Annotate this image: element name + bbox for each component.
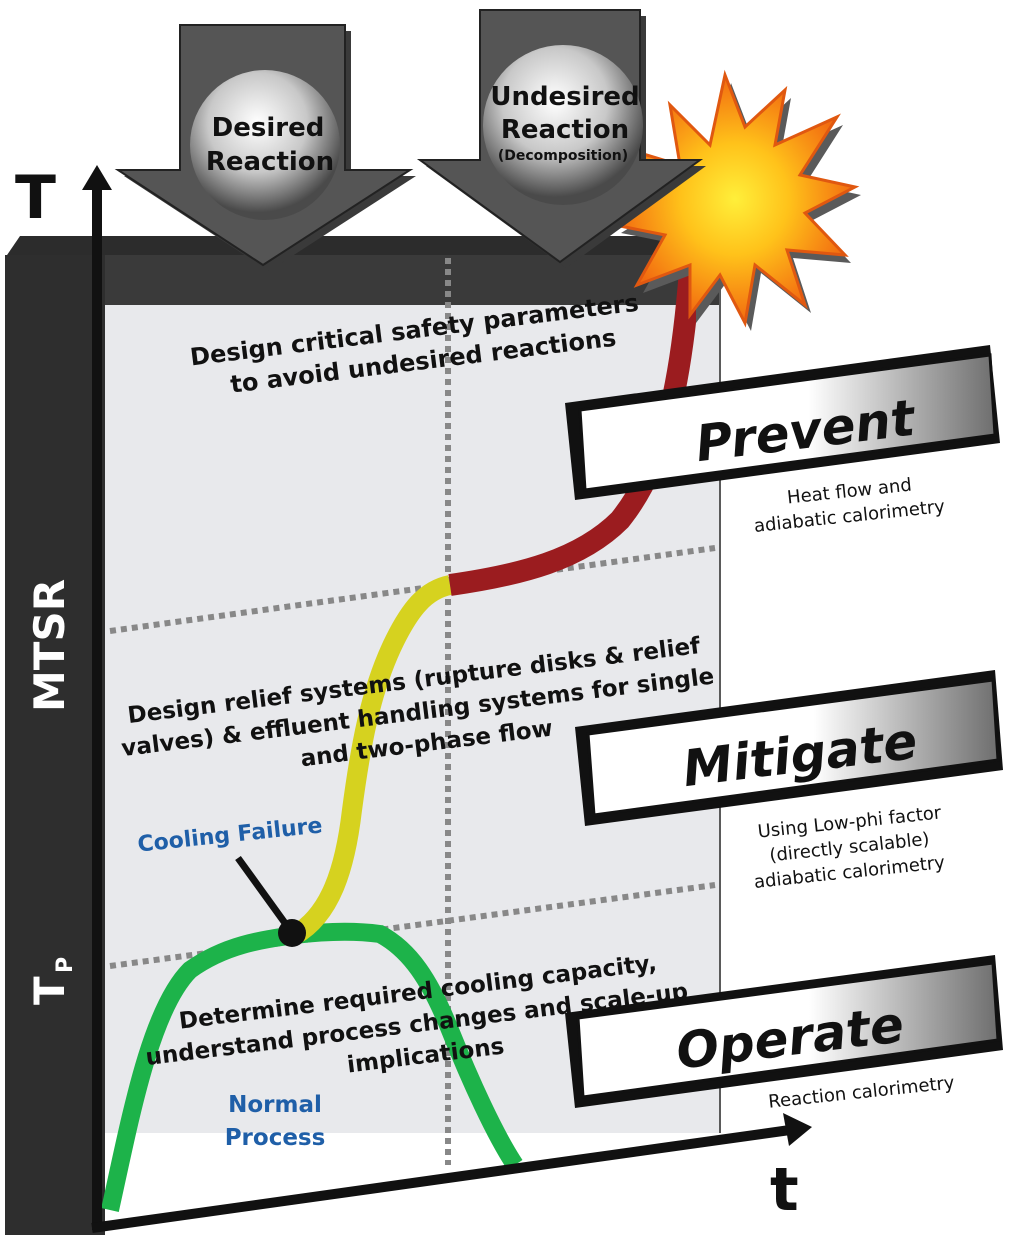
desired-reaction-label-line2: Reaction bbox=[206, 147, 334, 177]
tp-level-main: T bbox=[25, 976, 74, 1005]
mtsr-divider bbox=[109, 545, 716, 634]
decomposition-curve bbox=[448, 269, 701, 596]
phase-prevent: Prevent Heat flow and adiabatic calorime… bbox=[565, 345, 1000, 537]
mitigate-banner bbox=[586, 678, 1000, 817]
undesired-reaction-arrow: Undesired Reaction (Decomposition) bbox=[416, 9, 706, 268]
panel-top-band bbox=[105, 255, 720, 305]
cooling-failure-marker bbox=[278, 919, 306, 947]
x-axis-label: t bbox=[770, 1155, 799, 1225]
operate-banner bbox=[576, 961, 1000, 1099]
temperature-curves bbox=[101, 269, 701, 1212]
runaway-curve bbox=[289, 575, 453, 944]
x-axis bbox=[91, 1125, 791, 1233]
mtsr-level-label: MTSR bbox=[25, 579, 74, 712]
normal-process-label-line2: Process bbox=[225, 1125, 326, 1151]
axes: T t MTSR T P bbox=[15, 163, 812, 1233]
undesired-reaction-label-line2: Reaction bbox=[501, 115, 629, 145]
block-top bbox=[5, 236, 720, 258]
normal-process-curve-rise bbox=[101, 926, 297, 1212]
prevent-note-line2: adiabatic calorimetry bbox=[753, 496, 946, 537]
cooling-failure-pointer bbox=[235, 855, 293, 933]
normal-process-curve-fall bbox=[293, 922, 523, 1170]
y-axis-label: T bbox=[15, 163, 56, 233]
desired-reaction-sphere bbox=[190, 70, 340, 220]
phase-mitigate: Mitigate Using Low-phi factor (directly … bbox=[575, 670, 1003, 893]
tp-level-subscript: P bbox=[53, 957, 78, 973]
undesired-reaction-sublabel: (Decomposition) bbox=[498, 148, 628, 164]
normal-process-label-line1: Normal bbox=[228, 1092, 322, 1118]
x-axis-arrowhead bbox=[783, 1113, 812, 1146]
y-axis-arrowhead bbox=[82, 165, 112, 190]
undesired-reaction-sphere bbox=[483, 45, 643, 205]
desired-reaction-label-line1: Desired bbox=[212, 113, 325, 143]
block-left-face bbox=[5, 255, 105, 1235]
operate-note-line1: Reaction calorimetry bbox=[767, 1072, 955, 1112]
tp-level-label: T P bbox=[25, 957, 78, 1005]
prevent-banner bbox=[578, 353, 997, 492]
undesired-reaction-label-line1: Undesired bbox=[490, 82, 639, 112]
phase-operate: Operate Reaction calorimetry bbox=[565, 955, 1003, 1113]
desired-reaction-arrow: Desired Reaction bbox=[114, 24, 416, 271]
